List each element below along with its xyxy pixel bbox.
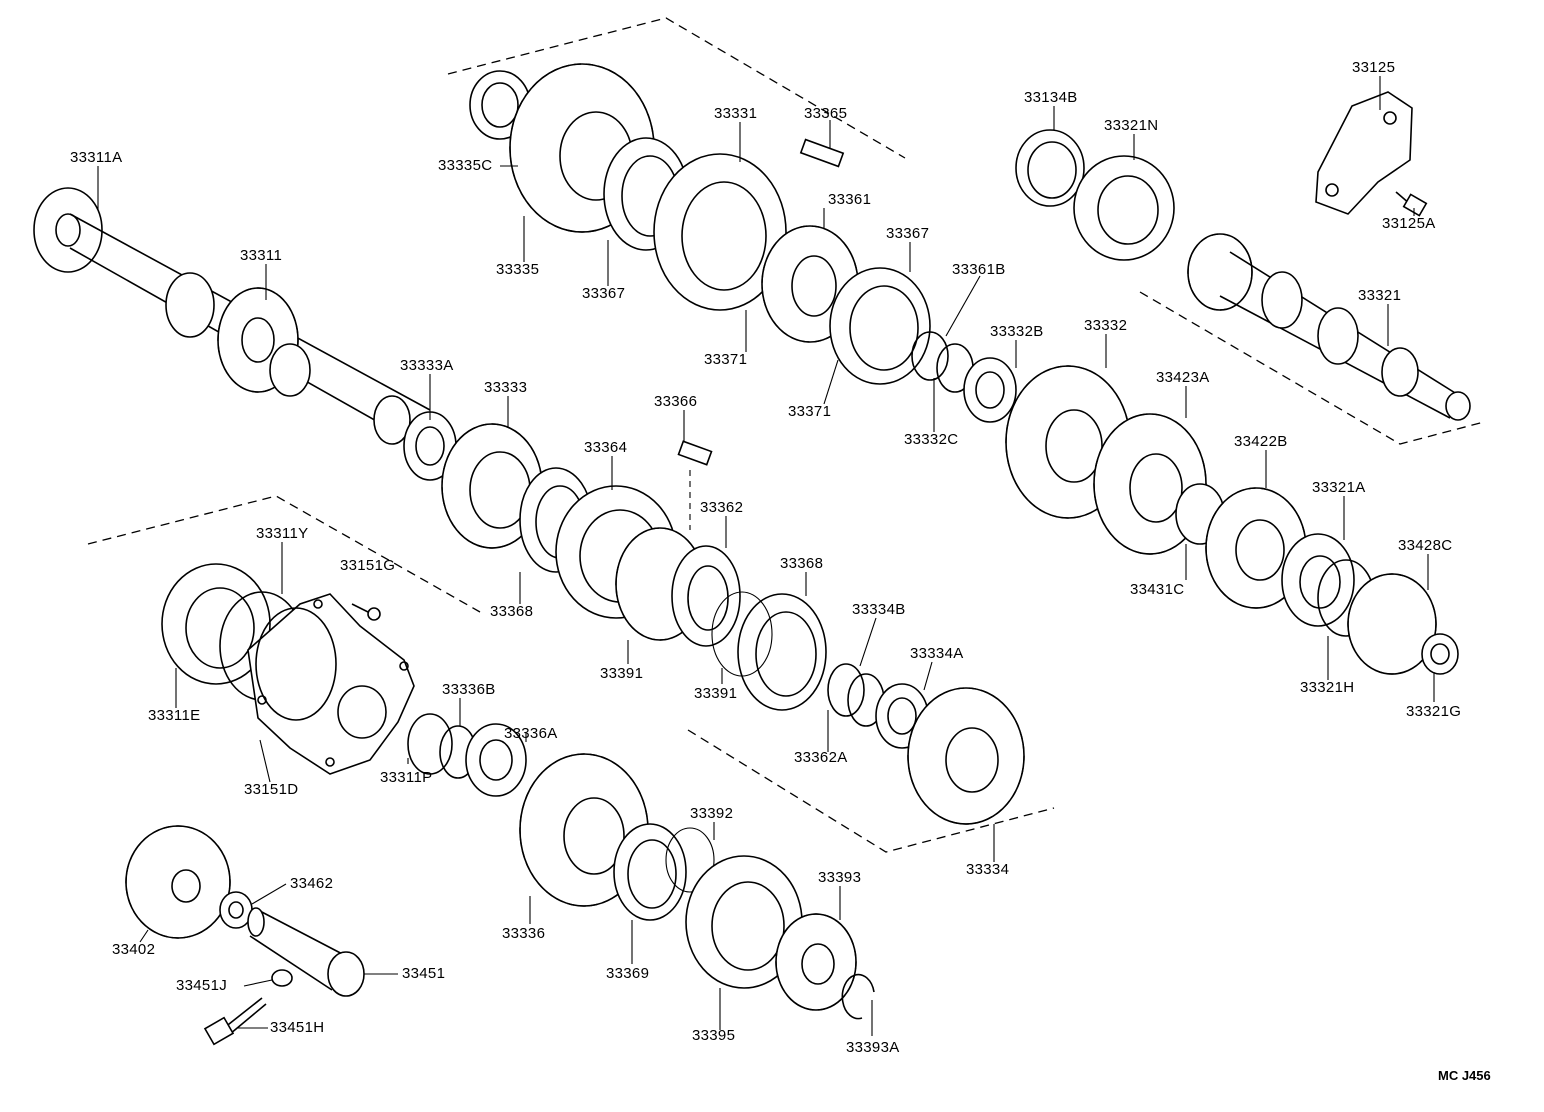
part-label: 33311A xyxy=(70,149,123,166)
snapring-33311P xyxy=(407,713,453,775)
leader-lines xyxy=(97,76,1435,1036)
part-label: 33336B xyxy=(442,681,496,698)
hub-33393 xyxy=(775,913,857,1011)
part-label: 33335 xyxy=(496,261,540,278)
spring-33392 xyxy=(665,827,715,893)
part-label: 33333 xyxy=(484,379,528,396)
part-label: 33321N xyxy=(1104,117,1159,134)
group-frame-reverse xyxy=(87,495,481,613)
race-33134B xyxy=(1015,129,1085,207)
part-label: 33361B xyxy=(952,261,1006,278)
part-label: 33311P xyxy=(380,769,433,786)
part-label: 33402 xyxy=(112,941,156,958)
part-label: 33335C xyxy=(438,157,493,174)
part-label: 33422B xyxy=(1234,433,1288,450)
part-label: 33362 xyxy=(700,499,744,516)
part-label: 33451H xyxy=(270,1019,325,1036)
part-label: 33462 xyxy=(290,875,334,892)
gear-33334 xyxy=(907,687,1025,825)
part-label: 33368 xyxy=(490,603,534,620)
part-label: 33368 xyxy=(780,555,824,572)
washer-33462 xyxy=(219,891,253,929)
output-shaft-33321 xyxy=(1187,233,1471,421)
part-label: 33336A xyxy=(504,725,558,742)
part-label: 33125A xyxy=(1382,215,1436,232)
bearing-33311E xyxy=(161,563,271,685)
part-label: 33336 xyxy=(502,925,546,942)
part-label: 33134B xyxy=(1024,89,1078,106)
group-frame-counter-gears xyxy=(447,17,906,159)
part-label: 33334A xyxy=(910,645,964,662)
part-label: 33423A xyxy=(1156,369,1210,386)
part-label: 33369 xyxy=(606,965,650,982)
part-label: 33364 xyxy=(584,439,628,456)
ring-33362 xyxy=(671,545,741,647)
part-label: 33332 xyxy=(1084,317,1128,334)
part-label: 33321A xyxy=(1312,479,1366,496)
ring-33369 xyxy=(613,823,687,921)
part-label: 33395 xyxy=(692,1027,736,1044)
part-label: 33362A xyxy=(794,749,848,766)
plate-33151D xyxy=(247,593,415,775)
part-label: 33151D xyxy=(244,781,299,798)
part-label: 33365 xyxy=(804,105,848,122)
part-label: 33125 xyxy=(1352,59,1396,76)
part-label: 33367 xyxy=(886,225,930,242)
part-label: 33334B xyxy=(852,601,906,618)
part-label: 33371 xyxy=(704,351,748,368)
nut-33321G xyxy=(1421,633,1459,675)
part-label: 33151G xyxy=(340,557,396,574)
sleeve-33331 xyxy=(653,153,787,311)
part-label: 33451J xyxy=(176,977,228,994)
part-label: 33371 xyxy=(788,403,832,420)
clip-33393A xyxy=(841,973,875,1020)
bearing-33332B xyxy=(963,357,1017,423)
part-label: 33311E xyxy=(148,707,201,724)
part-label: 33332C xyxy=(904,431,959,448)
part-label: 33393 xyxy=(818,869,862,886)
spring-33391 xyxy=(711,591,773,677)
part-label: 33391 xyxy=(694,685,738,702)
part-label: 33451 xyxy=(402,965,446,982)
bracket-33125 xyxy=(1315,91,1413,215)
part-label: 33321 xyxy=(1358,287,1402,304)
group-frame-fifth xyxy=(687,729,1055,853)
bearing-33336A xyxy=(465,723,527,797)
part-label: 33311 xyxy=(240,247,283,264)
part-label: 33367 xyxy=(582,285,626,302)
part-label: 33431C xyxy=(1130,581,1185,598)
part-label: 33392 xyxy=(690,805,734,822)
key-33365 xyxy=(799,138,845,168)
part-label: 33321G xyxy=(1406,703,1462,720)
bearing-33321N xyxy=(1073,155,1175,261)
part-label: 33334 xyxy=(966,861,1010,878)
diagram-code: MC J456 xyxy=(1438,1068,1491,1083)
idler-gear-33402 xyxy=(125,825,231,939)
part-label: 33391 xyxy=(600,665,644,682)
part-label: 33321H xyxy=(1300,679,1355,696)
part-label: 33428C xyxy=(1398,537,1453,554)
part-label: 33331 xyxy=(714,105,758,122)
part-label: 33333A xyxy=(400,357,454,374)
part-label: 33311Y xyxy=(256,525,309,542)
part-label: 33332B xyxy=(990,323,1044,340)
part-label: 33366 xyxy=(654,393,698,410)
gear-33428C xyxy=(1347,573,1437,675)
ring-33368-right xyxy=(737,593,827,711)
screw-33151G xyxy=(351,603,381,621)
key-33366 xyxy=(677,440,713,530)
shaft-33451 xyxy=(247,907,365,997)
input-shaft xyxy=(33,187,431,445)
ring-33367-mid xyxy=(829,267,931,385)
part-label: 33393A xyxy=(846,1039,900,1056)
washer-33451J xyxy=(271,969,293,987)
bolt-33451H xyxy=(203,997,267,1046)
part-label: 33361 xyxy=(828,191,872,208)
bearing-33321A xyxy=(1281,533,1355,627)
group-frame-rear-shaft xyxy=(1139,291,1485,445)
bolt-33125A xyxy=(1395,191,1428,217)
